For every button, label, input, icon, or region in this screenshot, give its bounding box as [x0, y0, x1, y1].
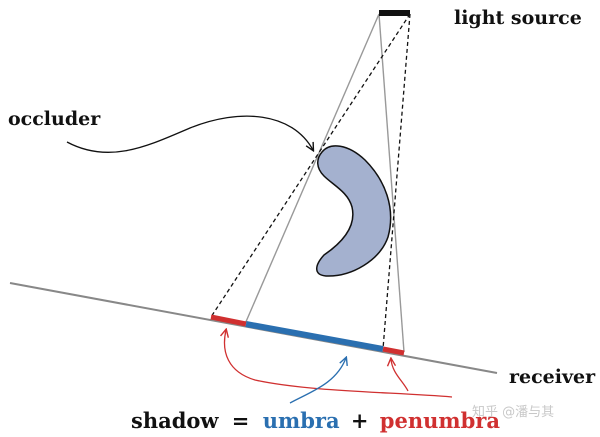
- ray-dashed-left: [210, 13, 411, 318]
- umbra-segment: [245, 321, 384, 352]
- eq-umbra: umbra: [263, 408, 340, 433]
- occluder-shape: [316, 145, 392, 277]
- eq-penumbra: penumbra: [380, 408, 501, 433]
- penumbra-right-segment: [382, 346, 405, 356]
- penumbra-arrow-left: [225, 330, 453, 398]
- label-receiver: receiver: [509, 366, 596, 388]
- penumbra-arrow-right: [391, 359, 409, 392]
- ray-solid-right: [378, 13, 405, 353]
- label-occluder: occluder: [8, 108, 101, 130]
- label-light-source: light source: [454, 7, 582, 29]
- light-source-bar: [379, 10, 410, 16]
- occluder-arrow: [66, 115, 313, 154]
- ray-dashed-right: [382, 13, 411, 350]
- ray-solid-left: [244, 13, 380, 325]
- eq-equals: =: [232, 408, 250, 433]
- watermark: 知乎 @潘与其: [472, 404, 554, 420]
- umbra-arrow: [289, 358, 346, 404]
- equation: shadow = umbra + penumbra: [131, 408, 500, 433]
- eq-shadow: shadow: [131, 408, 219, 433]
- penumbra-left-segment: [210, 314, 247, 327]
- eq-plus: +: [351, 408, 369, 433]
